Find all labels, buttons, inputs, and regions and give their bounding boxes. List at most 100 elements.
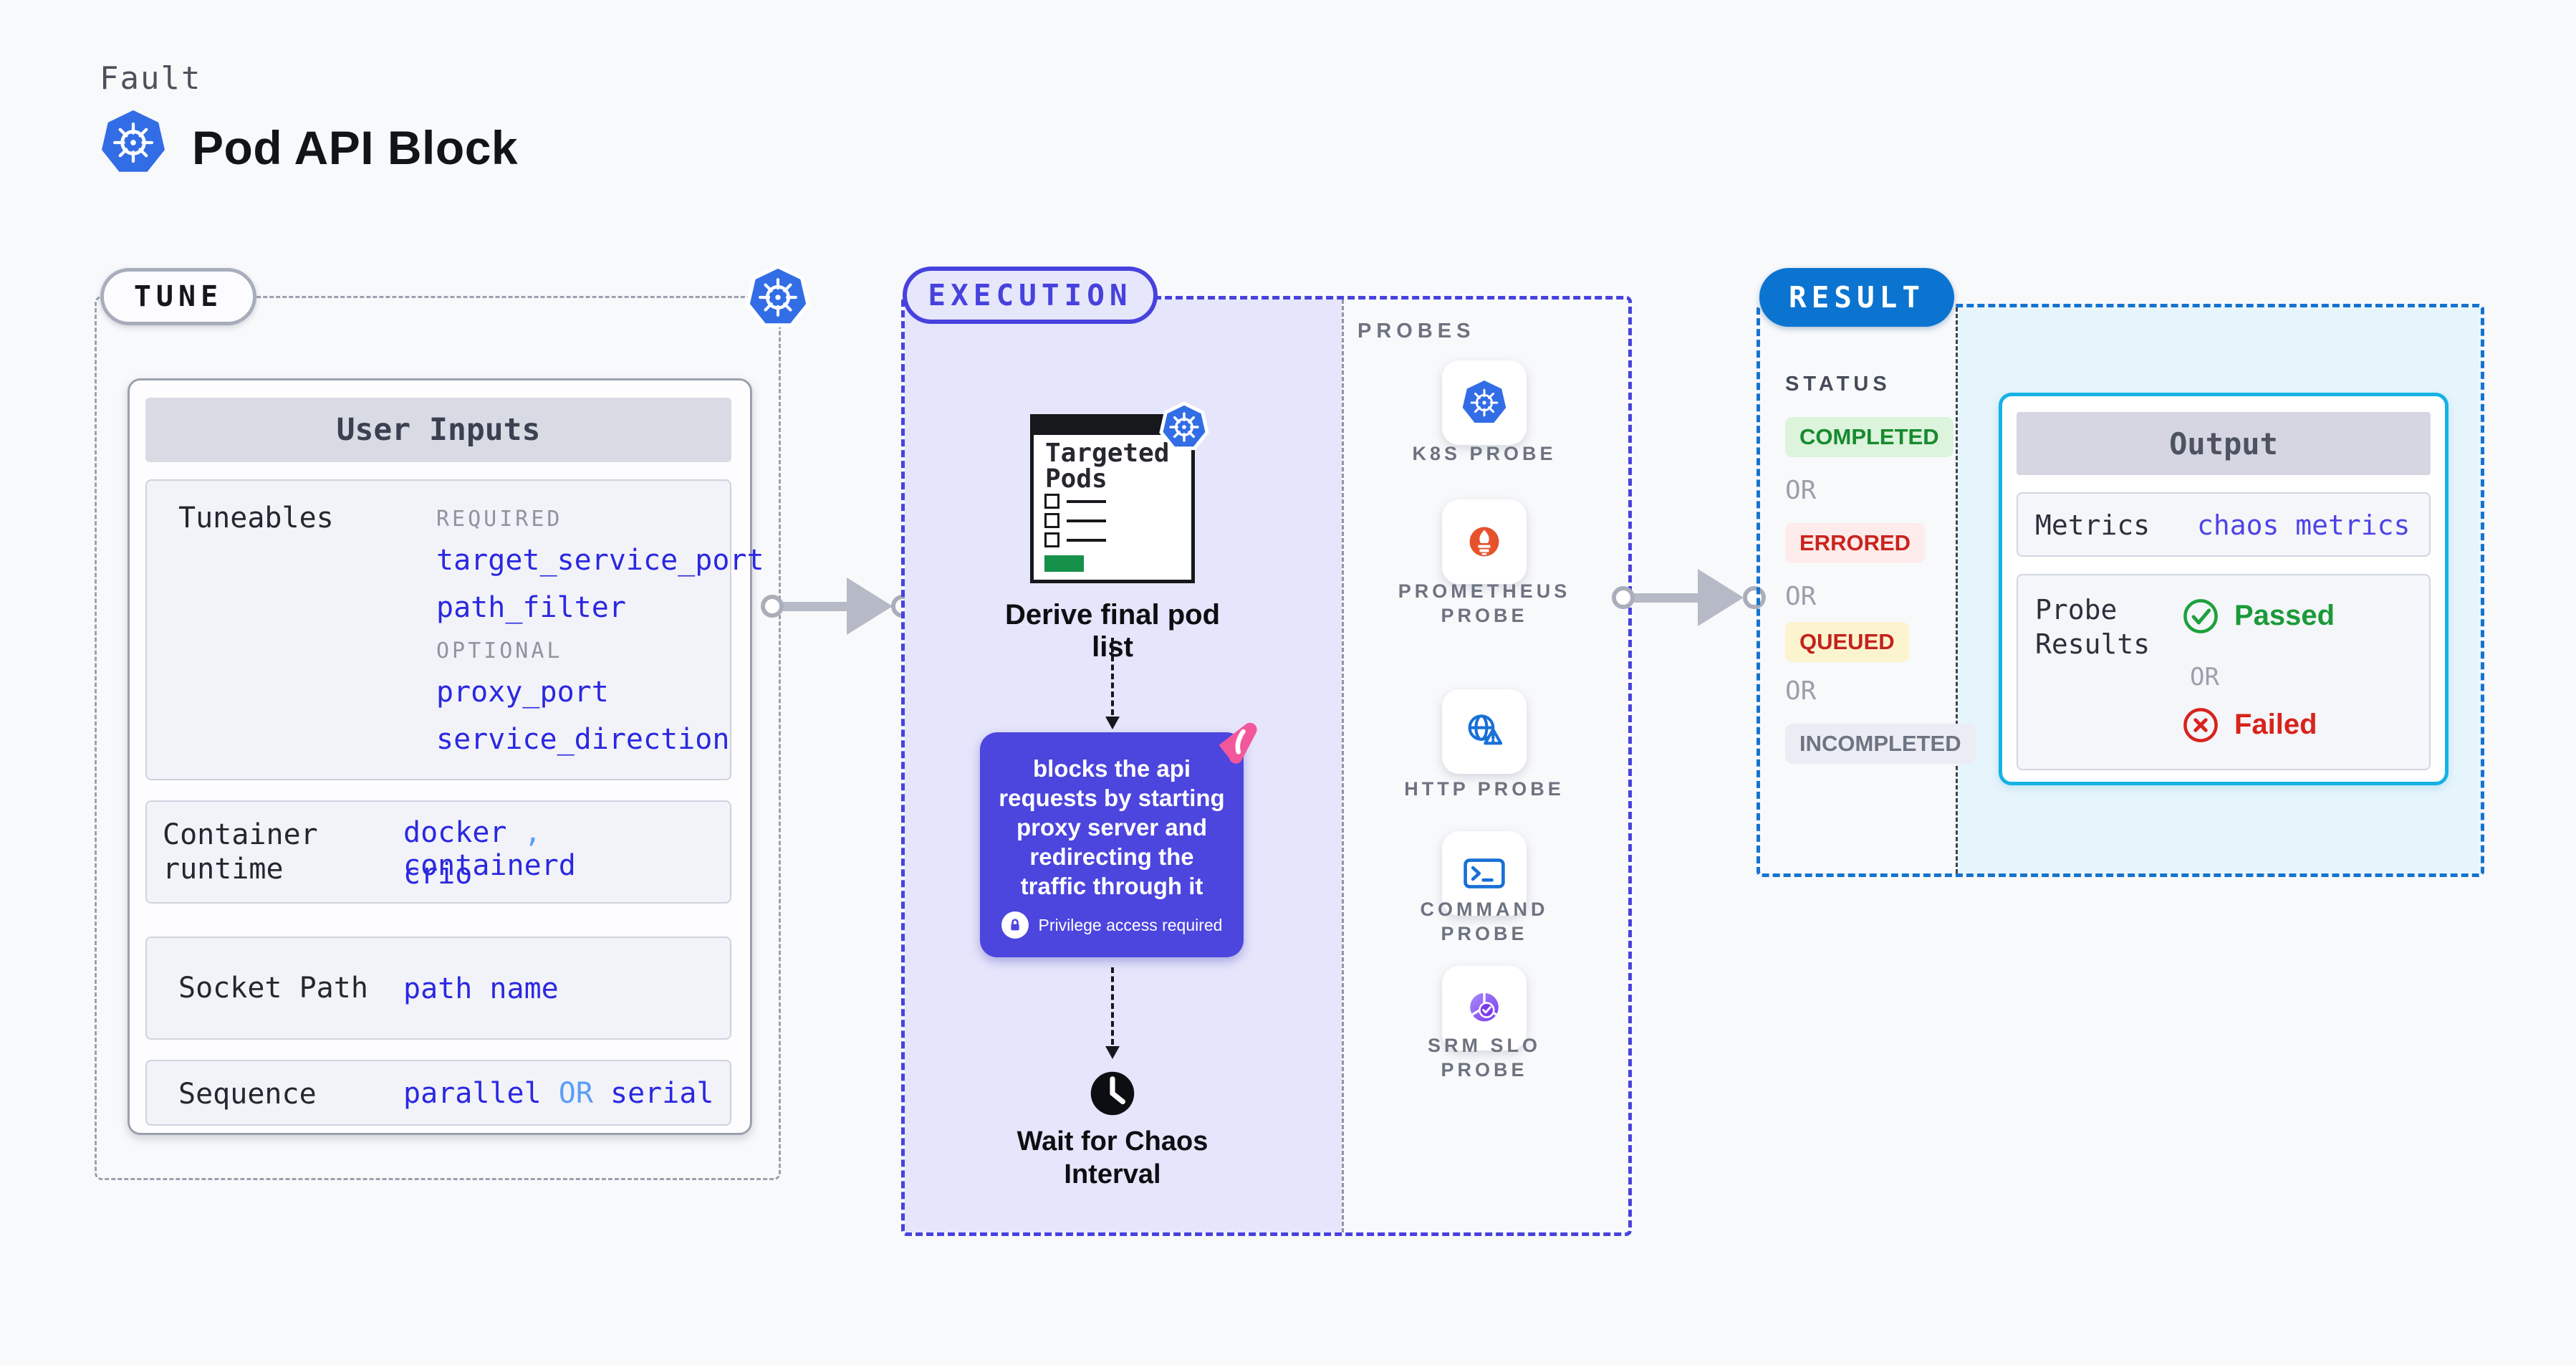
flow-dotted-line <box>1111 638 1114 715</box>
failed-label: Failed <box>2234 709 2317 740</box>
lock-icon <box>1001 911 1029 939</box>
status-title: STATUS <box>1785 373 1891 396</box>
privilege-note: Privilege access required <box>1038 915 1223 934</box>
socket-path-row: Socket Path path name <box>145 937 731 1040</box>
probe-card-srm-slo <box>1442 966 1527 1050</box>
sequence-serial: serial <box>610 1077 714 1110</box>
pod-checkbox <box>1044 532 1059 547</box>
status-or-separator: OR <box>1785 582 1817 611</box>
passed-label: Passed <box>2234 600 2335 631</box>
container-runtime-values: docker , containerd <box>403 816 730 882</box>
status-badge-errored: ERRORED <box>1785 523 1926 563</box>
status-badge-incompleted: INCOMPLETED <box>1785 724 1976 764</box>
container-runtime-row: Container runtime docker , containerd cr… <box>145 800 731 904</box>
metrics-row: Metrics chaos metrics <box>2017 492 2431 557</box>
metrics-label: Metrics <box>2035 509 2150 541</box>
probe-card-prometheus <box>1442 499 1527 584</box>
kubernetes-corner-icon <box>745 264 811 327</box>
kubernetes-pod-icon <box>1159 401 1209 451</box>
flow-dotted-line <box>1111 967 1114 1045</box>
clock-icon <box>1090 1071 1135 1116</box>
passed-check-icon <box>2183 599 2218 633</box>
kubernetes-icon <box>102 110 165 172</box>
status-badge-completed: COMPLETED <box>1785 417 1953 457</box>
pod-line <box>1067 519 1106 522</box>
probe-label-prometheus: PROMETHEUS PROBE <box>1398 580 1571 626</box>
flow-arrowhead-icon <box>1105 717 1120 729</box>
probe-label-srm-slo: SRM SLO PROBE <box>1427 1035 1541 1081</box>
privilege-note-row: Privilege access required <box>980 911 1244 939</box>
tune-exit-connector <box>761 595 784 618</box>
tuneables-row: Tuneables REQUIRED target_service_port p… <box>145 479 764 780</box>
slo-donut-icon <box>1470 992 1499 1022</box>
runtime-docker: docker <box>403 816 507 849</box>
flow-arrowhead-icon <box>1105 1046 1120 1059</box>
user-inputs-title: User Inputs <box>145 398 731 462</box>
execution-badge: EXECUTION <box>903 267 1158 324</box>
socket-path-label: Socket Path <box>178 972 368 1005</box>
probe-results-label: Probe Results <box>2035 594 2150 660</box>
user-inputs-card: User Inputs Tuneables REQUIRED target_se… <box>128 378 764 1135</box>
metrics-value: chaos metrics <box>2197 509 2411 541</box>
runtime-separator: , <box>524 816 542 849</box>
result-badge: RESULT <box>1759 268 1954 327</box>
probe-card-command <box>1442 831 1527 916</box>
execution-exit-connector <box>1612 586 1635 609</box>
probes-divider <box>1342 300 1344 1232</box>
tune-section <box>95 296 781 1180</box>
status-or-separator: OR <box>1785 676 1817 706</box>
runtime-crio: crio <box>403 858 473 891</box>
container-runtime-label: Container runtime <box>163 818 318 886</box>
chaos-cursor-icon <box>1219 722 1257 764</box>
page-title: Pod API Block <box>192 121 519 174</box>
tuneable-service-direction: service_direction <box>436 723 730 756</box>
probe-label-k8s: K8S PROBE <box>1412 443 1557 464</box>
execution-to-result-line <box>1623 593 1701 603</box>
kubernetes-icon <box>1462 380 1506 423</box>
failed-x-icon <box>2183 708 2218 742</box>
socket-path-value: path name <box>403 972 559 1005</box>
pod-checkbox <box>1044 494 1059 509</box>
tuneable-target-service-port: target_service_port <box>436 544 764 577</box>
targeted-pods-title: Targeted Pods <box>1045 439 1170 494</box>
sequence-label: Sequence <box>178 1078 317 1111</box>
output-panel: Output Metrics chaos metrics Probe Resul… <box>1999 393 2448 785</box>
sequence-row: Sequence parallel OR serial <box>145 1060 731 1126</box>
probe-label-http: HTTP PROBE <box>1404 778 1565 800</box>
probe-label-command: COMMAND PROBE <box>1420 899 1549 944</box>
fault-eyebrow: Fault <box>100 60 202 97</box>
fault-description: blocks the api requests by starting prox… <box>999 755 1225 899</box>
green-button <box>1044 555 1084 572</box>
runtime-containerd: containerd <box>403 849 576 882</box>
status-or-separator: OR <box>1785 476 1817 505</box>
status-divider <box>1956 307 1958 873</box>
tune-to-execution-arrowhead <box>847 578 893 635</box>
probe-card-k8s <box>1442 360 1527 445</box>
probe-results-row: Probe Results Passed OR Failed <box>2017 574 2431 770</box>
tuneable-path-filter: path_filter <box>436 591 626 624</box>
terminal-icon <box>1464 858 1505 889</box>
result-entry-connector <box>1743 586 1766 609</box>
sequence-or: OR <box>558 1077 593 1110</box>
prometheus-icon <box>1469 527 1499 557</box>
wait-chaos-interval-label: Wait for Chaos Interval <box>1017 1126 1208 1189</box>
output-title: Output <box>2017 412 2431 475</box>
status-badge-queued: QUEUED <box>1785 622 1909 662</box>
tuneables-label: Tuneables <box>178 502 334 535</box>
probes-title: PROBES <box>1357 320 1476 343</box>
required-caption: REQUIRED <box>436 507 563 532</box>
pod-checkbox <box>1044 513 1059 528</box>
sequence-parallel: parallel <box>403 1077 542 1110</box>
probe-card-http <box>1442 689 1527 774</box>
http-globe-icon <box>1468 714 1503 745</box>
optional-caption: OPTIONAL <box>436 638 563 664</box>
fault-description-box: blocks the api requests by starting prox… <box>980 732 1244 957</box>
sequence-values: parallel OR serial <box>403 1077 714 1110</box>
tuneable-proxy-port: proxy_port <box>436 676 609 709</box>
tune-badge: TUNE <box>100 268 256 325</box>
output-or-separator: OR <box>2190 663 2219 691</box>
execution-to-result-arrowhead <box>1698 569 1744 626</box>
pod-line <box>1067 500 1106 503</box>
tune-to-execution-line <box>772 602 850 611</box>
